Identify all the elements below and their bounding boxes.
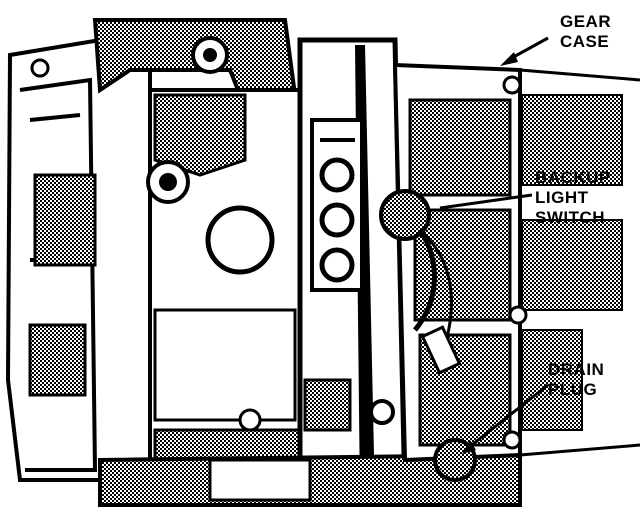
left-dark-panel-lower (28, 323, 87, 397)
backup-light-switch-label-line-1: BACKUP (535, 168, 611, 187)
drain-plug-leader (467, 383, 549, 450)
gear-case-label-line-1: GEAR (560, 12, 612, 31)
backup-light-switch-label-line-2: LIGHT (535, 188, 589, 207)
gear-case-arrowhead (500, 52, 518, 66)
drain-plug-arrowhead (462, 440, 476, 454)
left-mount-bolt (30, 58, 50, 78)
drain-plug-label-line-2: PLUG (548, 380, 598, 399)
drain-plug-label: DRAIN PLUG (548, 360, 604, 400)
gear-case-label-line-2: CASE (560, 32, 610, 51)
backup-light-switch (379, 189, 462, 375)
backup-switch-leader (439, 193, 533, 210)
backup-light-switch-label-line-3: SWITCH (535, 208, 606, 227)
drain-plug-label-line-1: DRAIN (548, 360, 605, 379)
gear-case-housing (392, 62, 640, 463)
top-bracket (92, 18, 298, 97)
left-dark-panel-upper (33, 173, 97, 267)
backup-light-switch-label: BACKUP LIGHT SWITCH (535, 168, 611, 228)
bottom-base (98, 452, 522, 507)
leader-lines (439, 36, 549, 454)
gear-case-label: GEAR CASE (560, 12, 611, 52)
adapter-body (146, 88, 302, 472)
gear-case-front (297, 37, 408, 503)
